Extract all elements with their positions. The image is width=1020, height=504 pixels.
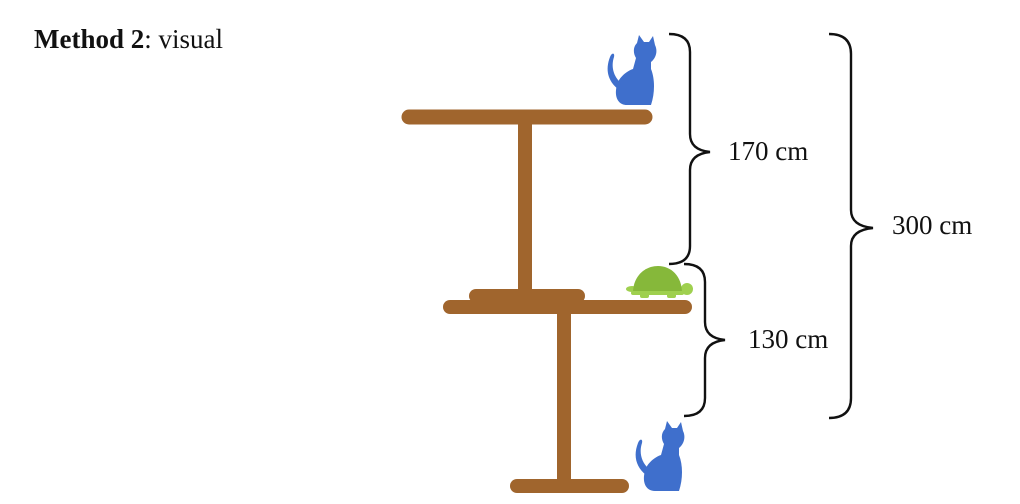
lower-gap-brace xyxy=(683,262,726,418)
turtle-icon xyxy=(626,266,693,298)
page-heading: Method 2: visual xyxy=(34,24,223,55)
cat-icon xyxy=(635,421,685,491)
upper-table-leg xyxy=(518,117,532,293)
cat-icon xyxy=(607,35,657,105)
total-label: 300 cm xyxy=(892,210,973,240)
upper-table xyxy=(401,109,653,303)
upper-gap-label: 170 cm xyxy=(728,136,809,166)
lower-table-leg xyxy=(557,307,571,483)
upper-gap-brace xyxy=(668,32,711,266)
heading-method-label: Method 2 xyxy=(34,24,145,54)
lower-table xyxy=(443,300,692,493)
lower-gap-label: 130 cm xyxy=(748,324,829,354)
total-brace xyxy=(828,32,874,420)
heading-method-type: : visual xyxy=(144,24,223,54)
